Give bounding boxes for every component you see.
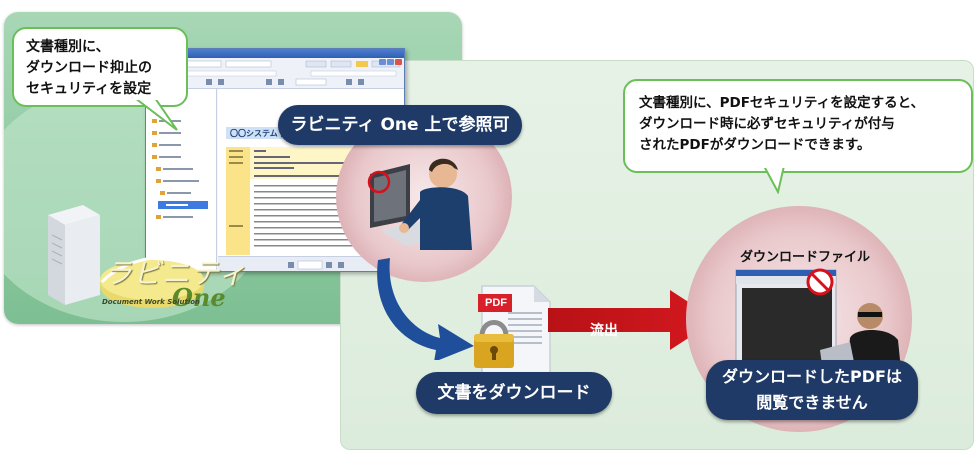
- left-callout-line-1: 文書種別に、: [26, 39, 110, 55]
- cannot-view-pill: ダウンロードしたPDFは 閲覧できません: [706, 360, 918, 420]
- right-callout: 文書種別に、PDFセキュリティを設定すると、 ダウンロード時に必ずセキュリティが…: [623, 79, 973, 173]
- download-arrow: [377, 258, 474, 360]
- pdf-tag: PDF: [485, 297, 507, 309]
- inquiry-table: [226, 147, 390, 255]
- app-toolbar: [146, 58, 404, 89]
- page-nav-controls: [288, 260, 344, 270]
- cannot-view-line-1: ダウンロードしたPDFは: [722, 367, 902, 386]
- right-callout-line-2: ダウンロード時に必ずセキュリティが付与: [639, 116, 895, 132]
- app-titlebar: [146, 49, 404, 65]
- reference-pill: ラビニティ One 上で参照可: [278, 105, 522, 145]
- maximize-icon: [387, 59, 394, 65]
- right-callout-line-3: されたPDFがダウンロードできます。: [639, 137, 871, 153]
- close-icon: [395, 59, 402, 65]
- user-at-pc-icon: [367, 158, 472, 250]
- download-pill: 文書をダウンロード: [416, 372, 612, 414]
- left-callout-line-3: セキュリティを設定: [26, 81, 152, 97]
- leak-arrow: [548, 290, 716, 350]
- leak-label: 流出: [590, 323, 618, 339]
- right-callout-line-1: 文書種別に、PDFセキュリティを設定すると、: [639, 95, 925, 111]
- server-icon: [48, 205, 100, 305]
- left-callout: 文書種別に、 ダウンロード抑止の セキュリティを設定: [12, 27, 188, 107]
- locked-pdf-icon: [474, 285, 551, 375]
- labinity-one-logo-shape: [100, 254, 217, 308]
- logo-text-main: ラビニティ: [104, 257, 248, 290]
- app-tree-sidebar: [146, 89, 217, 271]
- left-callout-tail: [132, 96, 178, 131]
- app-page-nav: [218, 256, 404, 271]
- cannot-view-line-2: 閲覧できません: [756, 393, 868, 412]
- logo-tagline: Document Work Solution: [102, 298, 201, 306]
- minimize-icon: [379, 59, 386, 65]
- right-callout-tail: [762, 164, 786, 194]
- download-file-label: ダウンロードファイル: [740, 250, 871, 265]
- logo-text-one: One: [172, 283, 226, 312]
- left-callout-line-2: ダウンロード抑止の: [26, 60, 152, 76]
